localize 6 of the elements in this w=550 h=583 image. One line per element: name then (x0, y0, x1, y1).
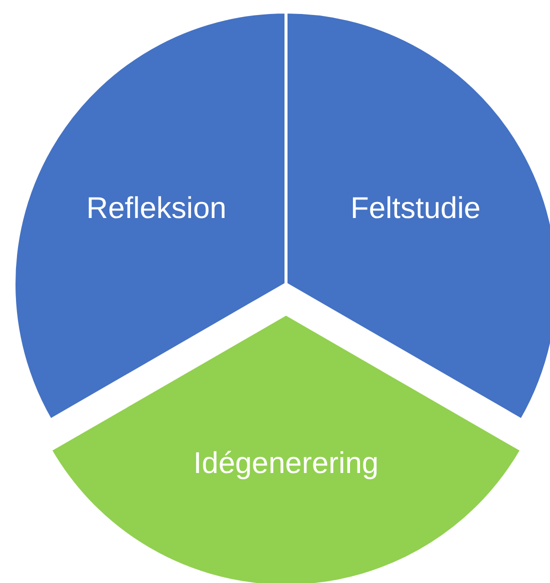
segment-label: Idégenerering (193, 446, 379, 481)
segment-label: Feltstudie (350, 192, 481, 226)
segment-label: Refleksion (86, 192, 226, 226)
pie-segment (14, 12, 286, 420)
pie-segment (285, 12, 550, 420)
pie-segment (50, 314, 522, 583)
